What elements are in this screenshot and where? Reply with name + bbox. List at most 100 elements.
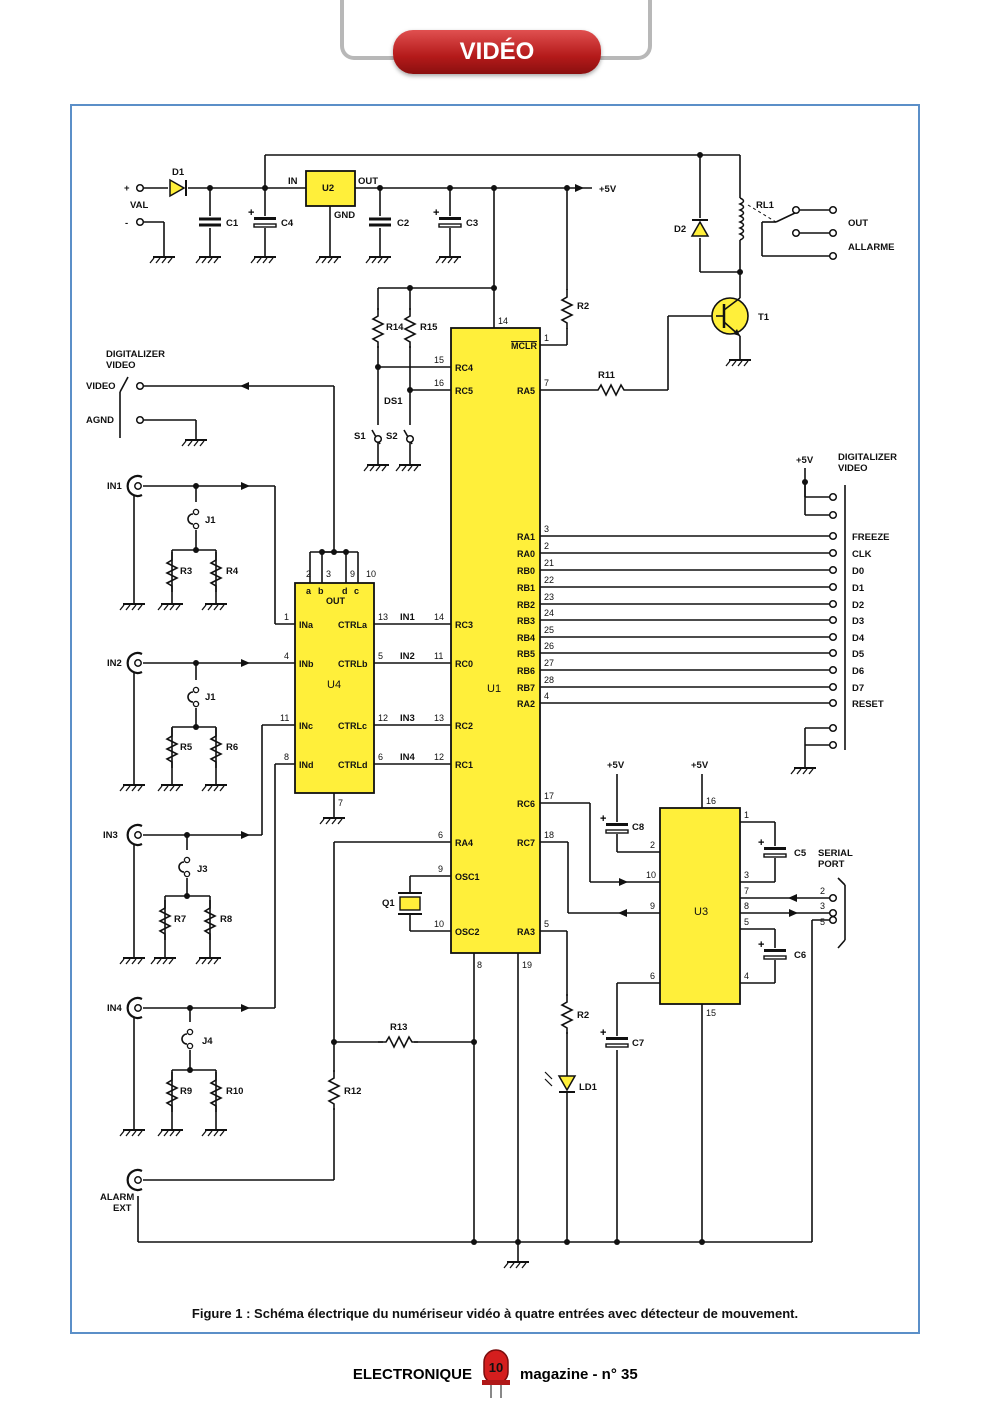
- pin-u3-15: 15: [706, 1008, 716, 1018]
- pin-u1-9: 9: [438, 864, 443, 874]
- u1-ra1: RA1: [517, 532, 535, 542]
- pin-u1-25: 25: [544, 625, 554, 635]
- u4-b-label: b: [318, 586, 324, 596]
- u1-rc1: RC1: [455, 760, 473, 770]
- led-page-icon: 10: [482, 1349, 510, 1398]
- pin-u3-4: 4: [744, 971, 749, 981]
- label-net-in1: IN1: [400, 612, 416, 623]
- u4-d-label: d: [342, 586, 348, 596]
- pin-u4-6: 6: [378, 752, 383, 762]
- label-c6: C6: [794, 950, 806, 961]
- pin-u3-16: 16: [706, 796, 716, 806]
- label-s2: S2: [386, 431, 398, 442]
- label-alarm2: EXT: [113, 1203, 132, 1214]
- pin-serial-2: 2: [820, 886, 825, 896]
- label-plus5v-b: +5V: [796, 455, 814, 466]
- pin-u1-5: 5: [544, 919, 549, 929]
- pin-u1-11: 11: [434, 651, 443, 661]
- u1-rc5: RC5: [455, 386, 473, 396]
- pin-u1-22: 22: [544, 575, 554, 585]
- u4-c-label: c: [354, 586, 359, 596]
- pin-u3-5: 5: [744, 917, 749, 927]
- pin-u1-27: 27: [544, 658, 554, 668]
- label-minus: -: [125, 218, 128, 229]
- label-r3: R3: [180, 566, 192, 577]
- label-net-in4: IN4: [400, 752, 416, 763]
- label-plus5v: +5V: [599, 184, 617, 195]
- label-d6: D6: [852, 666, 864, 677]
- label-r8: R8: [220, 914, 232, 925]
- figure-caption: Figure 1 : Schéma électrique du numérise…: [191, 1306, 799, 1321]
- label-u2: U2: [322, 183, 334, 194]
- label-r13: R13: [390, 1022, 407, 1033]
- label-d5: D5: [852, 649, 865, 660]
- u1-rc7: RC7: [517, 838, 535, 848]
- u1-rc6: RC6: [517, 799, 535, 809]
- pin-u1-17: 17: [544, 791, 554, 801]
- label-d2: D2: [674, 224, 686, 235]
- pin-u3-6: 6: [650, 971, 655, 981]
- section-badge: VIDÉO: [393, 30, 601, 74]
- label-r4: R4: [226, 566, 239, 577]
- u4-inc: INc: [299, 721, 313, 731]
- pin-u1-12: 12: [434, 752, 444, 762]
- label-serial2: PORT: [818, 859, 845, 870]
- label-r10: R10: [226, 1086, 243, 1097]
- pin-u1-7: 7: [544, 378, 549, 388]
- label-ld1: LD1: [579, 1082, 598, 1093]
- u4-ctrla: CTRLa: [338, 620, 368, 630]
- u1-rb4: RB4: [517, 633, 535, 643]
- page-footer: ELECTRONIQUE 10 magazine - n° 35: [0, 1338, 992, 1398]
- label-r9: R9: [180, 1086, 192, 1097]
- pin-u3-2: 2: [650, 840, 655, 850]
- u4-a-label: a: [306, 586, 312, 596]
- label-c5: C5: [794, 848, 807, 859]
- label-dig2-1: DIGITALIZER: [838, 452, 897, 463]
- label-plus5v-c: +5V: [607, 760, 625, 771]
- pin-u4-12: 12: [378, 713, 388, 723]
- u4-ctrld: CTRLd: [338, 760, 368, 770]
- circuit-schematic: +: [86, 152, 897, 1269]
- pin-u1-1: 1: [544, 333, 549, 343]
- label-alarme: ALLARME: [848, 242, 894, 253]
- u1-ra4: RA4: [455, 838, 473, 848]
- pin-u4-4: 4: [284, 651, 289, 661]
- label-t1: T1: [758, 312, 770, 323]
- u1-rc2: RC2: [455, 721, 473, 731]
- pin-u4-10: 10: [366, 569, 376, 579]
- pin-u1-19: 19: [522, 960, 532, 970]
- pin-u1-8: 8: [477, 960, 482, 970]
- u1-osc2: OSC2: [455, 927, 480, 937]
- pin-u1-23: 23: [544, 592, 554, 602]
- pin-u3-9: 9: [650, 901, 655, 911]
- label-j4: J4: [202, 1036, 213, 1047]
- label-d1: D1: [172, 167, 185, 178]
- footer-issue: magazine - n° 35: [520, 1366, 638, 1383]
- label-alarm-out: OUT: [848, 218, 868, 229]
- u1-rc4: RC4: [455, 363, 473, 373]
- pin-u4-2: 2: [306, 569, 311, 579]
- label-c4: C4: [281, 218, 294, 229]
- label-out: OUT: [358, 176, 378, 187]
- pin-u1-13: 13: [434, 713, 444, 723]
- label-clk: CLK: [852, 549, 872, 560]
- label-r14: R14: [386, 322, 404, 333]
- u3-label: U3: [694, 906, 708, 918]
- u1-rb2: RB2: [517, 600, 535, 610]
- label-val: VAL: [130, 200, 148, 211]
- u1-label: U1: [487, 683, 501, 695]
- label-net-in3: IN3: [400, 713, 415, 724]
- label-d7: D7: [852, 683, 864, 694]
- u4-out-label: OUT: [326, 596, 346, 606]
- pin-u4-8: 8: [284, 752, 289, 762]
- footer-magazine-name: ELECTRONIQUE: [352, 1366, 472, 1383]
- pin-u1-16: 16: [434, 378, 444, 388]
- u4-ctrlb: CTRLb: [338, 659, 368, 669]
- u1-ra2: RA2: [517, 699, 535, 709]
- label-r11: R11: [598, 370, 616, 381]
- pin-u1-28: 28: [544, 675, 554, 685]
- pin-u4-13: 13: [378, 612, 388, 622]
- u1-rb6: RB6: [517, 666, 535, 676]
- pin-u4-11: 11: [280, 713, 289, 723]
- pin-u1-18: 18: [544, 830, 554, 840]
